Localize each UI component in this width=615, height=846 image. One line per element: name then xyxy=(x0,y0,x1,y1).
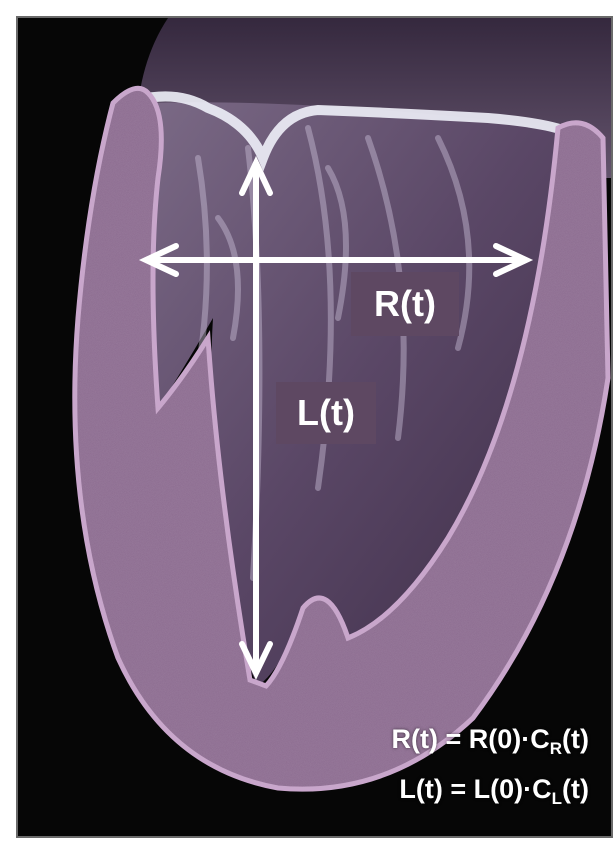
equation-r: R(t) = R(0)·CR(t) xyxy=(392,724,590,759)
equation-l: L(t) = L(0)·CL(t) xyxy=(399,774,589,809)
equation-l-lhs: L(t) = L(0)·C xyxy=(399,774,551,804)
equation-l-rhs: (t) xyxy=(562,774,589,804)
equation-r-lhs: R(t) = R(0)·C xyxy=(392,724,550,754)
equation-r-rhs: (t) xyxy=(562,724,589,754)
equation-l-sub: L xyxy=(552,789,562,808)
l-label: L(t) xyxy=(276,382,376,444)
r-label: R(t) xyxy=(351,272,459,336)
equation-r-sub: R xyxy=(550,739,562,758)
figure-frame: R(t) L(t) R(t) = R(0)·CR(t) L(t) = L(0)·… xyxy=(16,16,613,838)
